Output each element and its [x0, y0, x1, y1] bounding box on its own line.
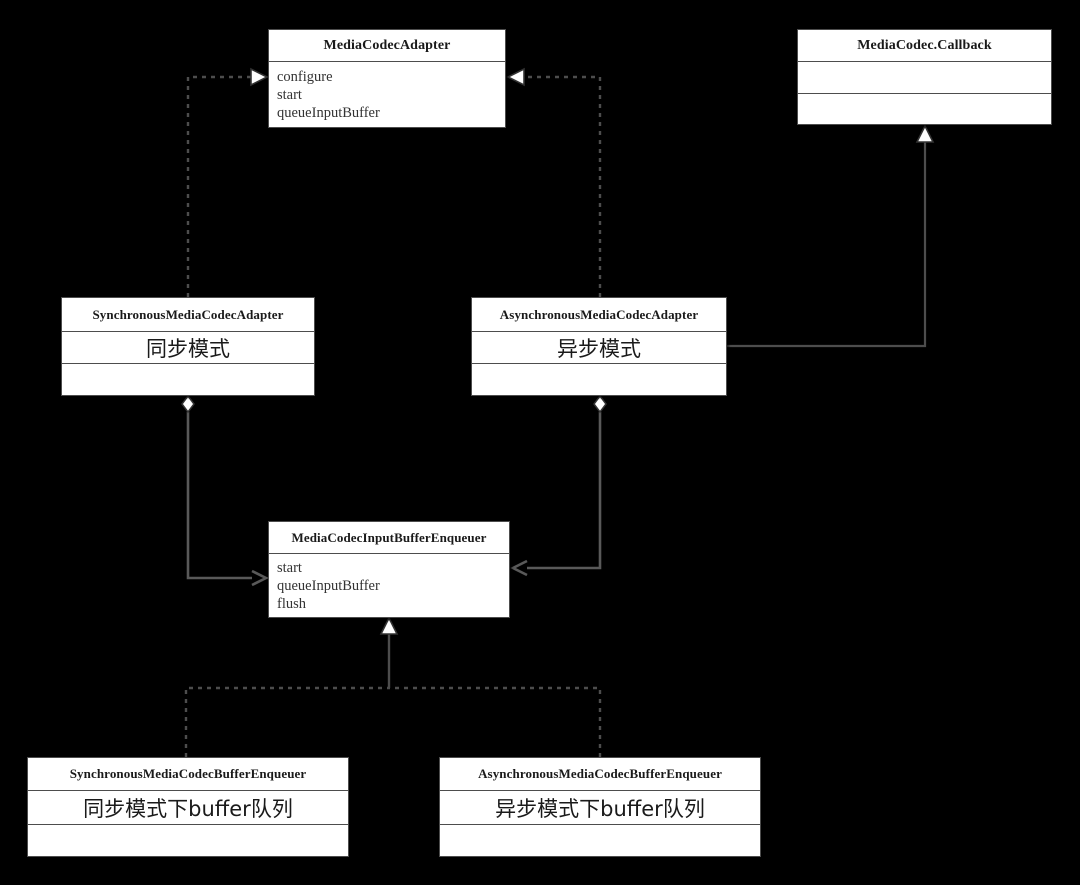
- class-description-asynchronous-media-codec-adapter: 异步模式: [472, 332, 726, 364]
- class-attributes-media-codec-callback: [798, 62, 1051, 94]
- class-title-asynchronous-media-codec-adapter: AsynchronousMediaCodecAdapter: [472, 298, 726, 332]
- connector-sync-buffer-enqueuer-realizes-enqueuer[interactable]: [184, 686, 389, 757]
- connector-enqueuer-realization-stem: [379, 616, 399, 688]
- open-arrowhead: [251, 569, 269, 587]
- generalization-line: [727, 141, 927, 348]
- class-methods-synchronous-media-codec-adapter: [62, 364, 314, 396]
- aggregation-line: [186, 412, 252, 580]
- open-arrowhead: [510, 559, 528, 577]
- hollow-triangle-arrowhead: [379, 616, 399, 635]
- hollow-triangle-arrowhead: [250, 67, 269, 87]
- method-item: start: [277, 87, 302, 103]
- method-item: start: [277, 560, 302, 576]
- class-box-synchronous-media-codec-buffer-enqueuer[interactable]: SynchronousMediaCodecBufferEnqueuer 同步模式…: [27, 757, 349, 857]
- class-description-synchronous-media-codec-adapter: 同步模式: [62, 332, 314, 364]
- class-box-synchronous-media-codec-adapter[interactable]: SynchronousMediaCodecAdapter 同步模式: [61, 297, 315, 396]
- class-methods-media-codec-adapter: configure start queueInputBuffer: [269, 62, 505, 128]
- class-box-media-codec-input-buffer-enqueuer[interactable]: MediaCodecInputBufferEnqueuer start queu…: [268, 521, 510, 618]
- hollow-triangle-arrowhead: [915, 124, 935, 143]
- realization-line: [389, 686, 602, 757]
- class-description-synchronous-media-codec-buffer-enqueuer: 同步模式下buffer队列: [28, 791, 348, 825]
- class-box-asynchronous-media-codec-adapter[interactable]: AsynchronousMediaCodecAdapter 异步模式: [471, 297, 727, 396]
- method-item: queueInputBuffer: [277, 105, 380, 121]
- class-methods-media-codec-input-buffer-enqueuer: start queueInputBuffer flush: [269, 554, 509, 618]
- realization-line: [184, 686, 389, 757]
- connector-async-adapter-realizes-media-codec-adapter[interactable]: [506, 67, 602, 297]
- class-methods-asynchronous-media-codec-adapter: [472, 364, 726, 396]
- realization-line: [186, 75, 253, 297]
- class-title-asynchronous-media-codec-buffer-enqueuer: AsynchronousMediaCodecBufferEnqueuer: [440, 758, 760, 791]
- method-item: configure: [277, 69, 333, 85]
- connector-sync-adapter-aggregates-enqueuer[interactable]: [181, 394, 269, 587]
- connector-async-buffer-enqueuer-realizes-enqueuer[interactable]: [389, 686, 602, 757]
- method-item: flush: [277, 596, 306, 612]
- class-methods-synchronous-media-codec-buffer-enqueuer: [28, 825, 348, 857]
- class-title-synchronous-media-codec-adapter: SynchronousMediaCodecAdapter: [62, 298, 314, 332]
- hollow-diamond-tail: [181, 394, 195, 414]
- connector-sync-adapter-realizes-media-codec-adapter[interactable]: [186, 67, 269, 297]
- hollow-diamond-tail: [593, 394, 607, 414]
- class-box-media-codec-adapter[interactable]: MediaCodecAdapter configure start queueI…: [268, 29, 506, 128]
- connector-async-adapter-aggregates-enqueuer[interactable]: [510, 394, 607, 577]
- class-description-asynchronous-media-codec-buffer-enqueuer: 异步模式下buffer队列: [440, 791, 760, 825]
- class-box-asynchronous-media-codec-buffer-enqueuer[interactable]: AsynchronousMediaCodecBufferEnqueuer 异步模…: [439, 757, 761, 857]
- class-methods-media-codec-callback: [798, 94, 1051, 125]
- aggregation-line: [527, 412, 602, 570]
- class-box-media-codec-callback[interactable]: MediaCodec.Callback: [797, 29, 1052, 125]
- method-item: queueInputBuffer: [277, 578, 380, 594]
- class-title-synchronous-media-codec-buffer-enqueuer: SynchronousMediaCodecBufferEnqueuer: [28, 758, 348, 791]
- realization-line: [524, 75, 602, 297]
- class-methods-asynchronous-media-codec-buffer-enqueuer: [440, 825, 760, 857]
- connector-async-adapter-implements-callback[interactable]: [727, 124, 935, 348]
- class-title-media-codec-input-buffer-enqueuer: MediaCodecInputBufferEnqueuer: [269, 522, 509, 554]
- class-title-media-codec-adapter: MediaCodecAdapter: [269, 30, 505, 62]
- class-title-media-codec-callback: MediaCodec.Callback: [798, 30, 1051, 62]
- hollow-triangle-arrowhead: [506, 67, 525, 87]
